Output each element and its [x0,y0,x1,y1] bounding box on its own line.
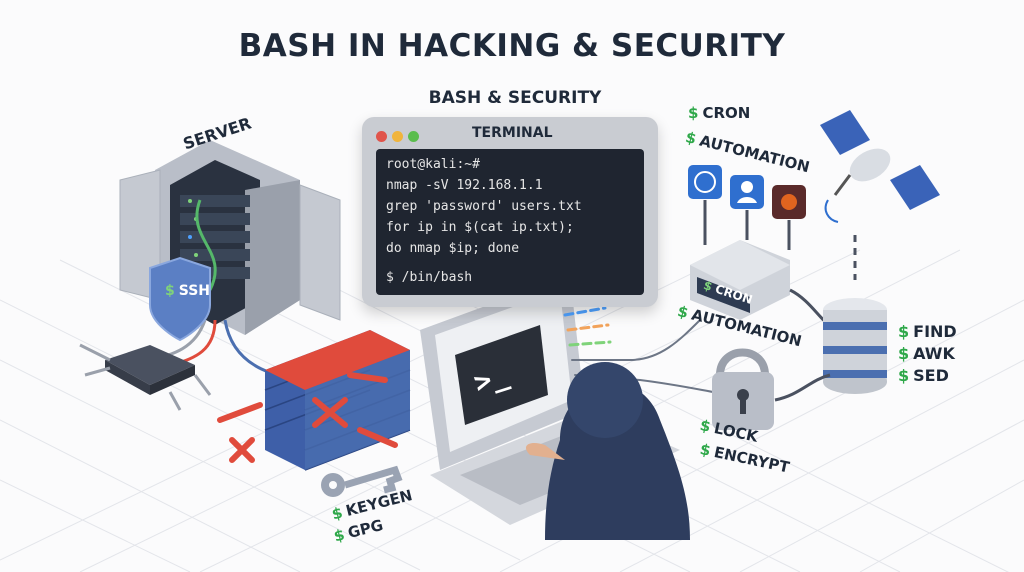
hooded-hacker [525,362,690,540]
dollar-sign: $ [698,416,713,436]
awk-text: AWK [913,344,955,363]
database-stack [823,298,887,394]
terminal-line: do nmap $ip; done [386,241,520,256]
section-subtitle: BASH & SECURITY [428,88,602,108]
terminal-bash-prompt: $ /bin/bash [386,270,473,285]
page-title: BASH IN HACKING & SECURITY [238,28,786,64]
terminal-screen[interactable]: root@kali:~# nmap -sV 192.168.1.1 grep '… [376,149,644,295]
sed-text: SED [913,366,949,385]
satellite [820,110,940,280]
cron-text: CRON [702,104,751,122]
terminal-window[interactable]: TERMINAL root@kali:~# nmap -sV 192.168.1… [362,117,658,307]
cron-top-label: $CRON [688,104,750,122]
cron-icons [688,165,806,219]
ssh-label: $SSH [165,283,210,299]
dollar-sign: $ [898,366,910,385]
db-label-sed: $SED [898,366,949,385]
window-controls [376,127,424,146]
key [321,465,403,497]
cron-device [690,200,831,327]
ssh-text: SSH [178,283,211,299]
terminal-title: TERMINAL [472,125,553,141]
maximize-dot-icon[interactable] [408,131,419,142]
close-dot-icon[interactable] [376,131,387,142]
minimize-dot-icon[interactable] [392,131,403,142]
terminal-line: grep 'password' users.txt [386,199,582,214]
dollar-sign: $ [698,440,713,460]
dollar-sign: $ [688,104,699,122]
padlock [712,348,831,430]
ssh-shield-shape [149,256,211,342]
terminal-prompt: root@kali:~# [386,157,480,172]
blocked-arrows [217,372,398,463]
db-label-find: $FIND [898,322,957,341]
dollar-sign: $ [898,322,910,341]
dollar-sign: $ [898,344,910,363]
dollar-sign: $ [165,283,175,299]
terminal-line: for ip in $(cat ip.txt); [386,220,574,235]
find-text: FIND [913,322,957,341]
network-switch [79,343,212,411]
db-label-awk: $AWK [898,344,955,363]
firewall [264,330,411,471]
terminal-line: nmap -sV 192.168.1.1 [386,178,543,193]
